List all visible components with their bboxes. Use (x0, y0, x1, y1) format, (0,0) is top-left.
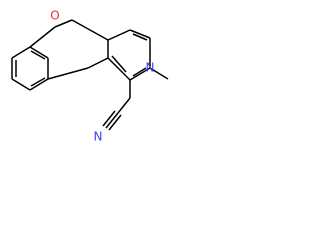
benzene-ring (11, 46, 49, 91)
chemical-structure-diagram: O N N (0, 0, 180, 149)
pyridine-ring (107, 29, 151, 81)
molecule-svg: O N N (11, 9, 169, 144)
substituents (102, 67, 169, 131)
pyranyl-ring (29, 19, 109, 80)
nitrile-nitrogen-atom-label: N (94, 130, 103, 144)
ring-nitrogen-atom-label: N (146, 61, 155, 75)
oxygen-atom-label: O (50, 9, 59, 23)
